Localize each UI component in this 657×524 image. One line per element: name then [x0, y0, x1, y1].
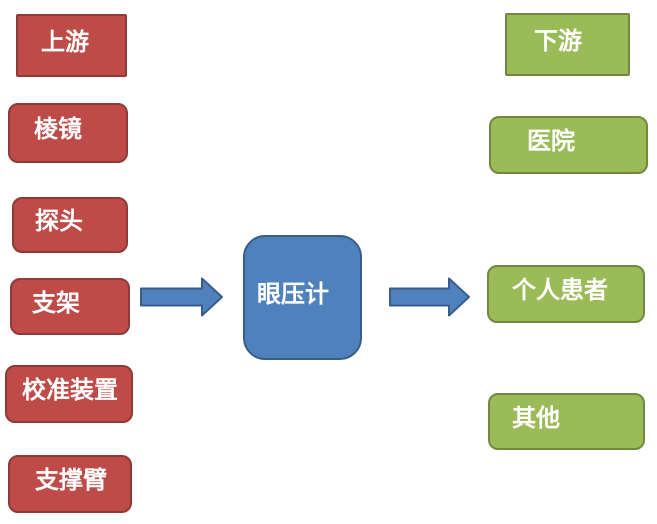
- downstream-item-individual-patients: 个人患者: [487, 265, 645, 323]
- downstream-item-label: 个人患者: [512, 276, 608, 304]
- upstream-item-bracket: 支架: [10, 278, 130, 335]
- downstream-item-others: 其他: [488, 393, 645, 450]
- upstream-item-support-arm: 支撑臂: [8, 455, 132, 513]
- upstream-title-label: 上游: [41, 27, 89, 56]
- downstream-item-hospital: 医院: [489, 116, 648, 174]
- product-box: 眼压计: [243, 235, 362, 360]
- downstream-title-box: 下游: [505, 13, 630, 76]
- upstream-to-product-arrow: [140, 277, 223, 317]
- upstream-item-calibration-device: 校准装置: [5, 365, 133, 423]
- upstream-item-label: 支架: [32, 288, 80, 317]
- upstream-item-label: 校准装置: [22, 376, 118, 404]
- upstream-title-box: 上游: [16, 14, 127, 77]
- downstream-item-label: 医院: [527, 127, 575, 155]
- upstream-item-probe: 探头: [12, 197, 128, 253]
- product-label: 眼压计: [257, 279, 329, 308]
- upstream-item-label: 探头: [35, 207, 83, 235]
- downstream-title-label: 下游: [534, 26, 582, 55]
- product-to-downstream-arrow: [389, 277, 470, 317]
- downstream-item-label: 其他: [512, 403, 560, 432]
- upstream-item-label: 棱镜: [34, 115, 82, 143]
- upstream-item-prism: 棱镜: [8, 103, 128, 163]
- upstream-item-label: 支撑臂: [35, 466, 107, 494]
